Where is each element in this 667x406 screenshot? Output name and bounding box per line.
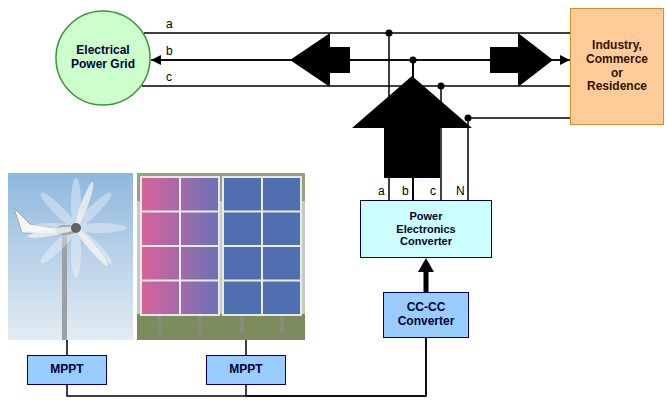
node-text: MPPT [50, 363, 83, 377]
power-connector [161, 60, 413, 200]
dc-bus-line [67, 338, 426, 396]
junction-dot [386, 30, 393, 37]
neutral-wire [468, 118, 570, 200]
phase-label-anchor: c [166, 70, 172, 84]
turbine-blade [71, 189, 115, 233]
phase-wire [144, 32, 570, 34]
panel-divider [223, 211, 301, 213]
panel-divider [141, 211, 219, 213]
terminal-label: a [378, 184, 385, 198]
terminal-label-anchor: a [378, 184, 385, 198]
node-text: CC-CC Converter [393, 301, 459, 329]
node-text: Industry, Commerce or Residence [583, 39, 651, 94]
turbine-blade-blur [26, 178, 126, 278]
turbine-blades [27, 181, 110, 268]
circle-shape [56, 11, 150, 105]
mppt-box: MPPT [27, 355, 107, 385]
dc-converter-box: CC-CC Converter [383, 292, 469, 338]
sky-background [8, 173, 133, 340]
source-lead [66, 340, 68, 355]
connectors [67, 60, 560, 396]
panel-leg [199, 314, 202, 334]
terminal-label: N [456, 184, 465, 198]
panel-leg [281, 314, 284, 334]
phase-wires [142, 33, 570, 200]
panel-cell-dividers [141, 177, 301, 315]
load-box: Industry, Commerce or Residence [570, 8, 664, 125]
photo-background [137, 173, 305, 340]
phase-label: b [166, 44, 173, 58]
junction-dot [438, 83, 445, 90]
power-flow-arrow [352, 76, 472, 178]
panel-leg [241, 314, 244, 334]
terminal-label: c [430, 184, 436, 198]
converter-box: Power Electronics Converter [360, 200, 492, 258]
mppt-box: MPPT [206, 355, 286, 385]
node-text: Electrical Power Grid [67, 44, 139, 72]
turbine-tower [62, 234, 67, 340]
panel-divider [223, 245, 301, 247]
turbine-blade [27, 224, 77, 240]
phase-label-anchor: a [166, 17, 173, 31]
phase-wire [142, 85, 570, 87]
source-lead [245, 340, 247, 355]
node-text: MPPT [229, 363, 262, 377]
turbine-hub [71, 223, 81, 233]
wind-turbine-photo [8, 173, 133, 340]
terminal-label-anchor: b [402, 184, 409, 198]
power-connector [413, 60, 560, 200]
node-text: Power Electronics Converter [384, 210, 468, 248]
solar-panel-photo [137, 173, 305, 340]
turbine-blade [72, 181, 96, 230]
panel-divider [141, 280, 219, 282]
phase-label: c [166, 70, 172, 84]
panel-leg [159, 314, 162, 334]
dc-link-arrow [424, 272, 429, 292]
phase-label: a [166, 17, 173, 31]
solar-panel [141, 177, 219, 315]
terminal-label-anchor: c [430, 184, 436, 198]
terminal-label: b [402, 184, 409, 198]
phase-label-anchor: b [166, 44, 173, 58]
terminal-label-anchor: N [456, 184, 465, 198]
panel-divider [141, 245, 219, 247]
photo-ground [137, 314, 305, 340]
solar-panel [223, 177, 301, 315]
junction-dot [465, 115, 472, 122]
power-grid-circle: Electrical Power Grid [55, 10, 151, 106]
panel-divider [223, 280, 301, 282]
